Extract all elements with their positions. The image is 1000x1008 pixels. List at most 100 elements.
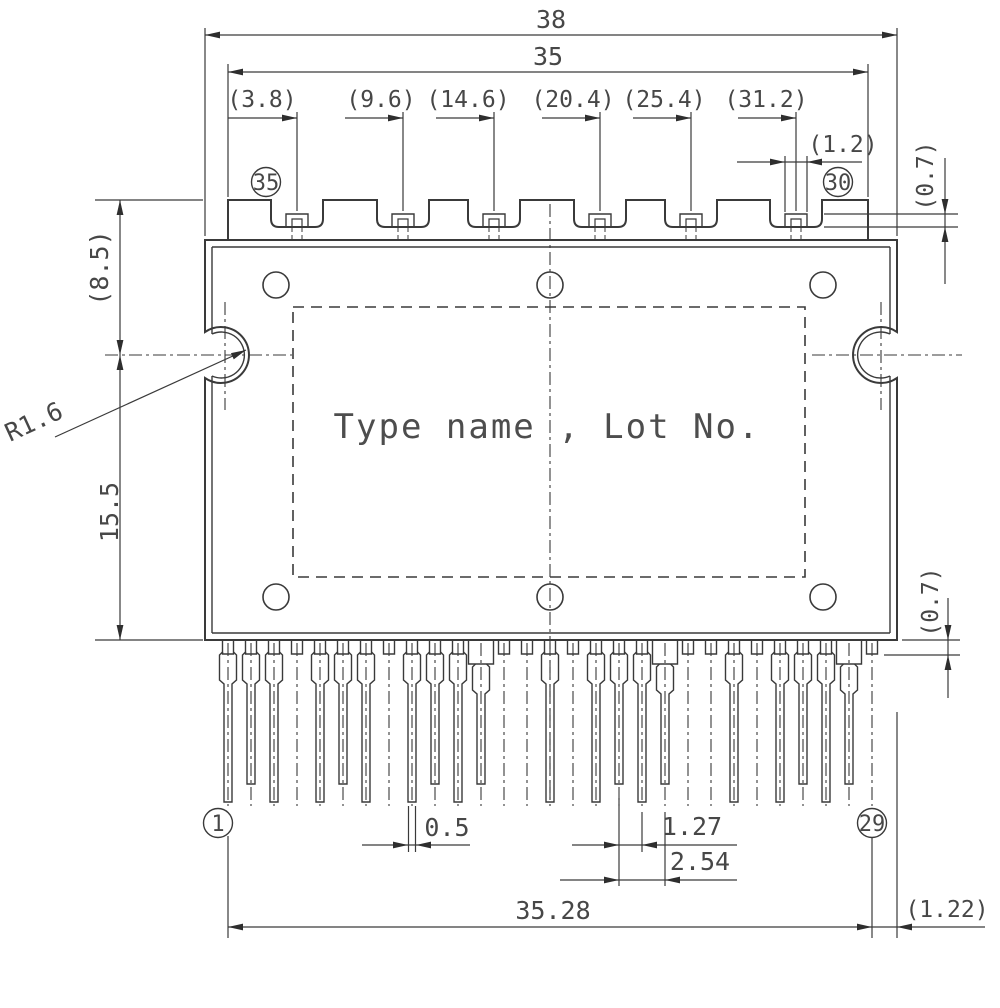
pin-stub: [796, 640, 810, 655]
dimension-arrowhead: [897, 923, 912, 931]
pin-stub: [750, 640, 764, 655]
top-pin-stub: [784, 213, 808, 227]
right-slot-inner-arc: [857, 331, 891, 379]
top-pin-stub: [588, 213, 612, 227]
top-pin-dim-arrow: [479, 114, 494, 122]
dimension-arrowhead: [853, 68, 868, 76]
pin-stub: [336, 640, 350, 655]
pin-stub: [290, 640, 304, 655]
top-pin-dim-arrow: [676, 114, 691, 122]
pin-balloons: [202, 166, 888, 839]
dimension-arrowhead: [941, 199, 949, 214]
dim-lead-width: 0.5: [424, 813, 469, 842]
marking-area-dashed-rect: [292, 306, 806, 578]
dimension-arrowhead: [770, 158, 785, 166]
top-pin-stub-inner: [594, 218, 606, 227]
dimension-arrowhead: [416, 841, 431, 849]
pin-stub: [428, 640, 442, 655]
pin-stub: [267, 640, 281, 655]
pin-stub: [221, 640, 235, 655]
dimension-arrowhead: [116, 625, 124, 640]
bottom-pin-lead: [655, 663, 675, 785]
top-pin-dim-arrow: [282, 114, 297, 122]
mounting-hole: [809, 583, 837, 611]
pin-stub: [635, 640, 649, 655]
dimension-texts: 38 35 (3.8) (9.6) (14.6) (20.4) (25.4) (…: [0, 5, 988, 925]
dimension-arrowhead: [205, 31, 220, 39]
dimension-arrowhead: [642, 841, 657, 849]
bottom-pin-lead: [632, 651, 652, 803]
top-pin-dim-arrow: [585, 114, 600, 122]
top-pin-stub-inner: [685, 218, 697, 227]
bottom-pin-lead: [264, 651, 284, 803]
dim-slot-from-top: (8.5): [85, 230, 114, 305]
balloon-circle-pin30: [822, 166, 854, 198]
dim-top-pin-offset-4: (20.4): [531, 87, 614, 113]
dim-bottom-stub-protrusion: (0.7): [918, 567, 944, 636]
bottom-pin-lead: [724, 651, 744, 803]
dimension-arrowhead: [882, 31, 897, 39]
top-pin-stub-inner: [790, 218, 802, 227]
dimension-arrowhead: [807, 158, 822, 166]
dimension-arrowhead: [116, 355, 124, 370]
dimension-arrowhead: [604, 876, 619, 884]
dim-top-pin-offset-3: (14.6): [426, 87, 509, 113]
pin-stub: [727, 640, 741, 655]
dimension-arrowhead: [393, 841, 408, 849]
bottom-pin-lead: [356, 651, 376, 803]
bottom-pin-lead: [218, 651, 238, 803]
dim-lead-span: 35.28: [515, 896, 590, 925]
pin-stub: [405, 640, 419, 655]
top-pin-stub: [285, 213, 309, 227]
top-pin-dim-arrow: [781, 114, 796, 122]
top-flange-outline: [227, 199, 869, 240]
bottom-pin-lead: [310, 651, 330, 803]
dimension-arrowhead: [116, 340, 124, 355]
bottom-pin-lead: [609, 651, 629, 785]
dim-lead-pitch: 1.27: [662, 812, 722, 841]
dimension-arrowhead: [944, 625, 952, 640]
bottom-pin-lead: [839, 663, 859, 785]
bottom-pin-lead: [241, 651, 261, 785]
bottom-pin-lead: [402, 651, 422, 803]
top-pin-stub: [482, 213, 506, 227]
bottom-pin-lead: [816, 651, 836, 803]
dim-top-pin-offset-5: (25.4): [622, 87, 705, 113]
dimension-arrowhead: [604, 841, 619, 849]
balloon-label-pin1: 1: [211, 812, 224, 837]
pin-stub: [359, 640, 373, 655]
wide-pin-stub: [835, 640, 863, 665]
pin-stub: [244, 640, 258, 655]
pin-stub: [681, 640, 695, 655]
dim-overall-width: 38: [536, 5, 566, 34]
top-pin-stub: [391, 213, 415, 227]
pin-stub: [589, 640, 603, 655]
bottom-pin-lead: [586, 651, 606, 803]
top-pin-stub: [679, 213, 703, 227]
dimension-arrowhead: [228, 68, 243, 76]
balloon-circle-pin29: [856, 807, 888, 839]
bottom-pin-lead: [793, 651, 813, 785]
mounting-hole: [262, 271, 290, 299]
mounting-hole: [809, 271, 837, 299]
pin-stub: [612, 640, 626, 655]
dim-top-pin-offset-6: (31.2): [724, 87, 807, 113]
top-pin-dim-arrow: [388, 114, 403, 122]
pin-stub: [497, 640, 511, 655]
pin-stub: [313, 640, 327, 655]
bottom-pin-lead: [770, 651, 790, 803]
wide-pin-stub: [467, 640, 495, 665]
bottom-pin-lead: [471, 663, 491, 785]
pin-stub: [451, 640, 465, 655]
bottom-pin-lead: [333, 651, 353, 785]
module-body-outline: [204, 239, 898, 641]
pin-stub: [704, 640, 718, 655]
pin-stub: [865, 640, 879, 655]
top-pin-stub-inner: [291, 218, 303, 227]
pin-stub: [819, 640, 833, 655]
pin-stub: [382, 640, 396, 655]
pin-stub: [773, 640, 787, 655]
dim-slot-to-bottom: 15.5: [95, 482, 124, 542]
